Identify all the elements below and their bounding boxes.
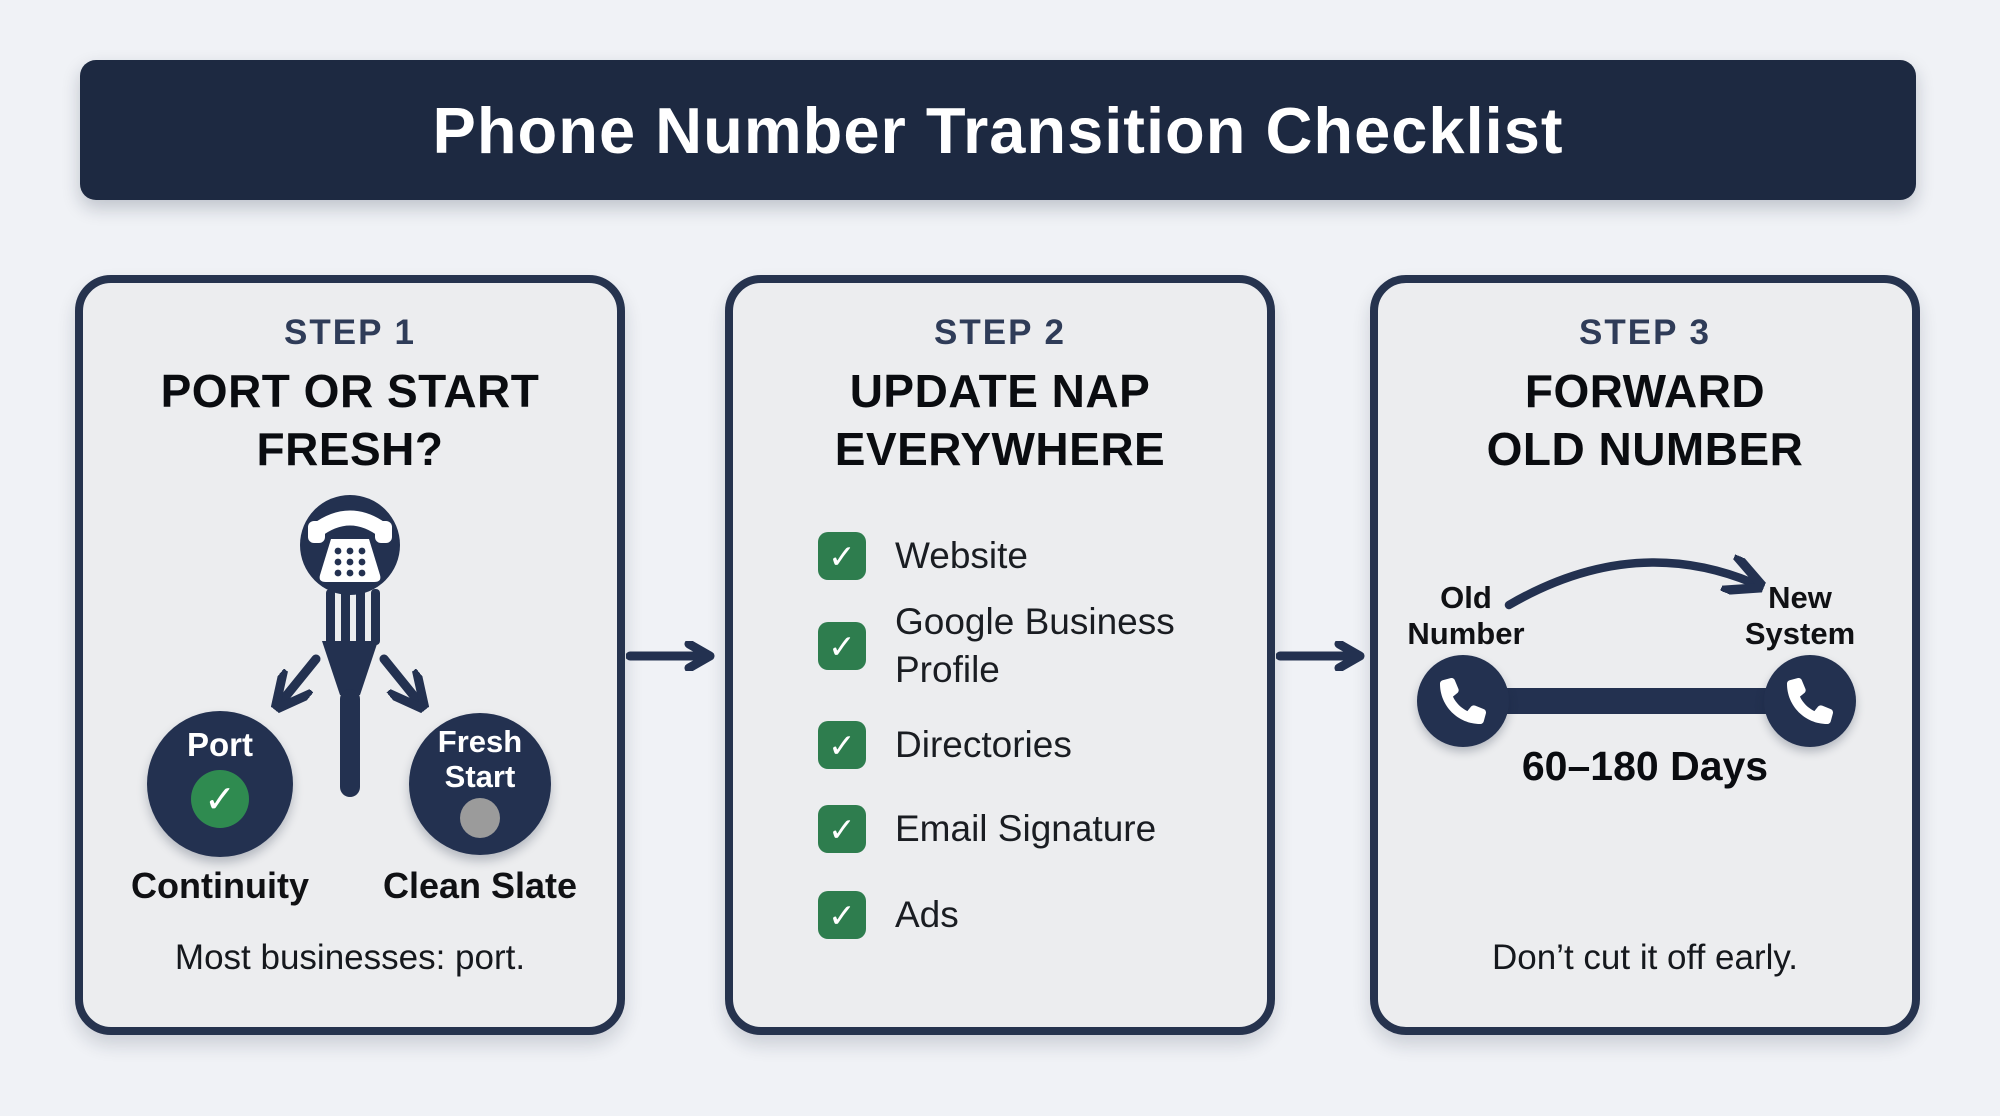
checklist-item-label: Website	[895, 535, 1028, 576]
check-icon: ✓	[828, 895, 856, 935]
fresh-start-option-label: Fresh Start	[437, 724, 523, 794]
step-1-note: Most businesses: port.	[174, 938, 526, 977]
checklist-item-label: Ads	[895, 894, 959, 935]
step-3-label: STEP 3	[1579, 313, 1711, 352]
checklist-item-label: Directories	[895, 724, 1072, 765]
step-1-label: STEP 1	[284, 313, 416, 352]
checkbox-checked-icon: ✓	[818, 532, 866, 581]
fresh-start-caption: Clean Slate	[382, 865, 578, 906]
check-badge-icon: ✓	[191, 769, 249, 828]
port-option-circle: Port ✓	[147, 711, 293, 857]
step-2-card: STEP 2 UPDATE NAP EVERYWHERE ✓ Website ✓…	[725, 275, 1275, 1035]
step-2-heading-line-2: EVERYWHERE	[834, 422, 1166, 475]
phone-on-fork-graphic	[190, 495, 510, 797]
new-system-label: New System	[1744, 580, 1856, 651]
step-2-heading-line-1: UPDATE NAP	[849, 365, 1151, 417]
arrow-right-icon	[626, 641, 715, 671]
checklist-item-directories: ✓ Directories	[818, 721, 1258, 770]
step-3-heading-line-1: FORWARD	[1524, 365, 1766, 417]
arrow-right-icon	[1276, 641, 1365, 671]
fresh-start-option-circle: Fresh Start	[409, 713, 551, 855]
step-3-heading: FORWARD OLD NUMBER	[1378, 363, 1912, 479]
curved-forward-arrow-icon	[1504, 543, 1773, 610]
check-icon: ✓	[828, 536, 856, 576]
step-1-heading-line-2: FRESH?	[256, 422, 444, 475]
phone-handset-icon	[1787, 678, 1833, 724]
checklist-item-website: ✓ Website	[818, 532, 1258, 581]
checklist-item-label: Email Signature	[895, 808, 1157, 849]
check-icon: ✓	[204, 776, 236, 821]
step-1-heading: PORT OR START FRESH?	[83, 363, 617, 479]
phone-handset-icon	[1440, 678, 1486, 724]
checkbox-checked-icon: ✓	[818, 891, 866, 940]
arrow-down-left-icon	[282, 654, 321, 701]
arrow-down-right-icon	[379, 654, 418, 701]
checklist-item-ads: ✓ Ads	[818, 891, 1258, 940]
checkbox-checked-icon: ✓	[818, 721, 866, 770]
checkbox-checked-icon: ✓	[818, 805, 866, 854]
checkbox-checked-icon: ✓	[818, 622, 866, 671]
check-icon: ✓	[828, 626, 856, 666]
step-3-note: Don’t cut it off early.	[1491, 938, 1799, 977]
check-icon: ✓	[828, 725, 856, 765]
checklist-item-label: Google Business Profile	[895, 601, 1175, 691]
port-option-label: Port	[187, 726, 253, 763]
desk-phone-icon	[300, 495, 400, 595]
step-1-heading-line-1: PORT OR START	[160, 365, 540, 417]
page-title: Phone Number Transition Checklist	[432, 93, 1564, 167]
forwarding-duration: 60–180 Days	[1521, 743, 1769, 789]
title-banner: Phone Number Transition Checklist	[80, 60, 1916, 200]
step-3-heading-line-2: OLD NUMBER	[1486, 422, 1804, 475]
old-number-label: Old Number	[1407, 580, 1525, 651]
checklist-item-email-signature: ✓ Email Signature	[818, 805, 1258, 854]
step-2-label: STEP 2	[934, 313, 1066, 352]
new-system-phone-circle	[1764, 655, 1856, 747]
check-icon: ✓	[828, 809, 856, 849]
old-number-phone-circle	[1417, 655, 1509, 747]
forward-connector-bar	[1463, 688, 1810, 714]
step-1-card: STEP 1 PORT OR START FRESH?	[75, 275, 625, 1035]
checklist-item-google-business-profile: ✓ Google Business Profile	[818, 598, 1258, 694]
step-2-heading: UPDATE NAP EVERYWHERE	[733, 363, 1267, 479]
fork-icon	[322, 589, 380, 797]
port-caption: Continuity	[131, 865, 309, 906]
step-3-card: STEP 3 FORWARD OLD NUMBER Old Number New…	[1370, 275, 1920, 1035]
gray-dot-icon	[460, 798, 500, 839]
